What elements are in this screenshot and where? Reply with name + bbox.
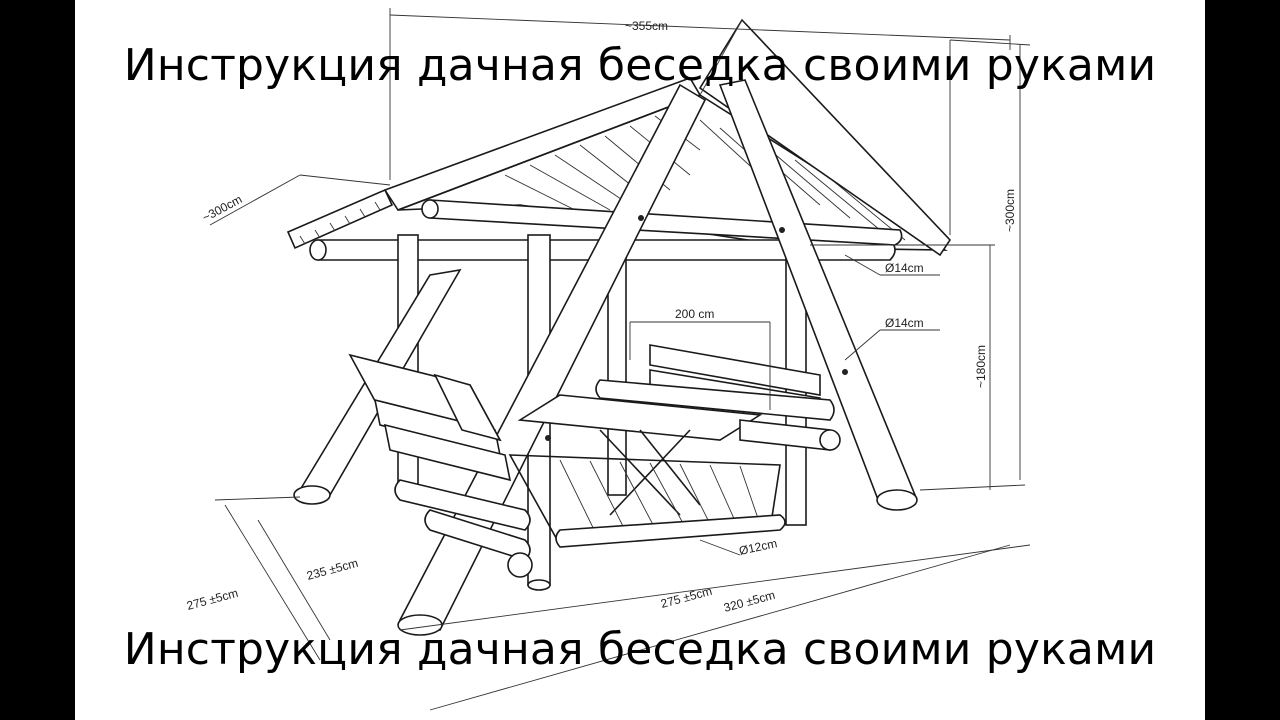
title-bottom: Инструкция дачная беседка своими руками [123,624,1157,675]
a-frame [293,79,918,636]
floor [508,454,786,548]
dim-base-width-inner: 275 ±5cm [659,584,713,611]
dim-bench-length: 200 cm [675,307,714,321]
dim-total-height: ~300cm [1003,189,1017,232]
gazebo-drawing: ~355cm ~300cm ~300cm ~180cm Ø14cm Ø14cm … [185,8,1031,711]
table [517,394,763,516]
left-bench [348,353,533,578]
foot-left [397,614,443,636]
dim-floor-log: Ø12cm [738,536,779,558]
left-bench-arm [433,373,502,442]
foot-right [876,489,918,511]
roof-right-edge [698,18,952,257]
roof-gutter [286,188,394,250]
dim-base-depth-inner: 235 ±5cm [305,556,359,583]
dimension-lines [209,8,1031,711]
dim-post-height: ~180cm [974,345,988,388]
table-top [517,394,763,441]
dim-beam-mid: Ø14cm [885,316,924,330]
dim-base-depth-outer: 275 ±5cm [185,586,239,613]
title-top: Инструкция дачная беседка своими руками [123,40,1157,91]
diagram-canvas: ~355cm ~300cm ~300cm ~180cm Ø14cm Ø14cm … [75,0,1205,720]
dimension-labels: ~355cm ~300cm ~300cm ~180cm Ø14cm Ø14cm … [185,19,1017,615]
dim-roof-depth: ~300cm [200,192,245,225]
dim-beam-top: Ø14cm [885,261,924,275]
right-bench [595,344,841,451]
rear-top-beam [424,199,903,246]
dim-roof-width: ~355cm [625,19,668,33]
foot-rear [293,485,331,505]
dim-base-width-outer: 320 ±5cm [722,588,776,615]
right-bench-back-top [649,344,821,396]
